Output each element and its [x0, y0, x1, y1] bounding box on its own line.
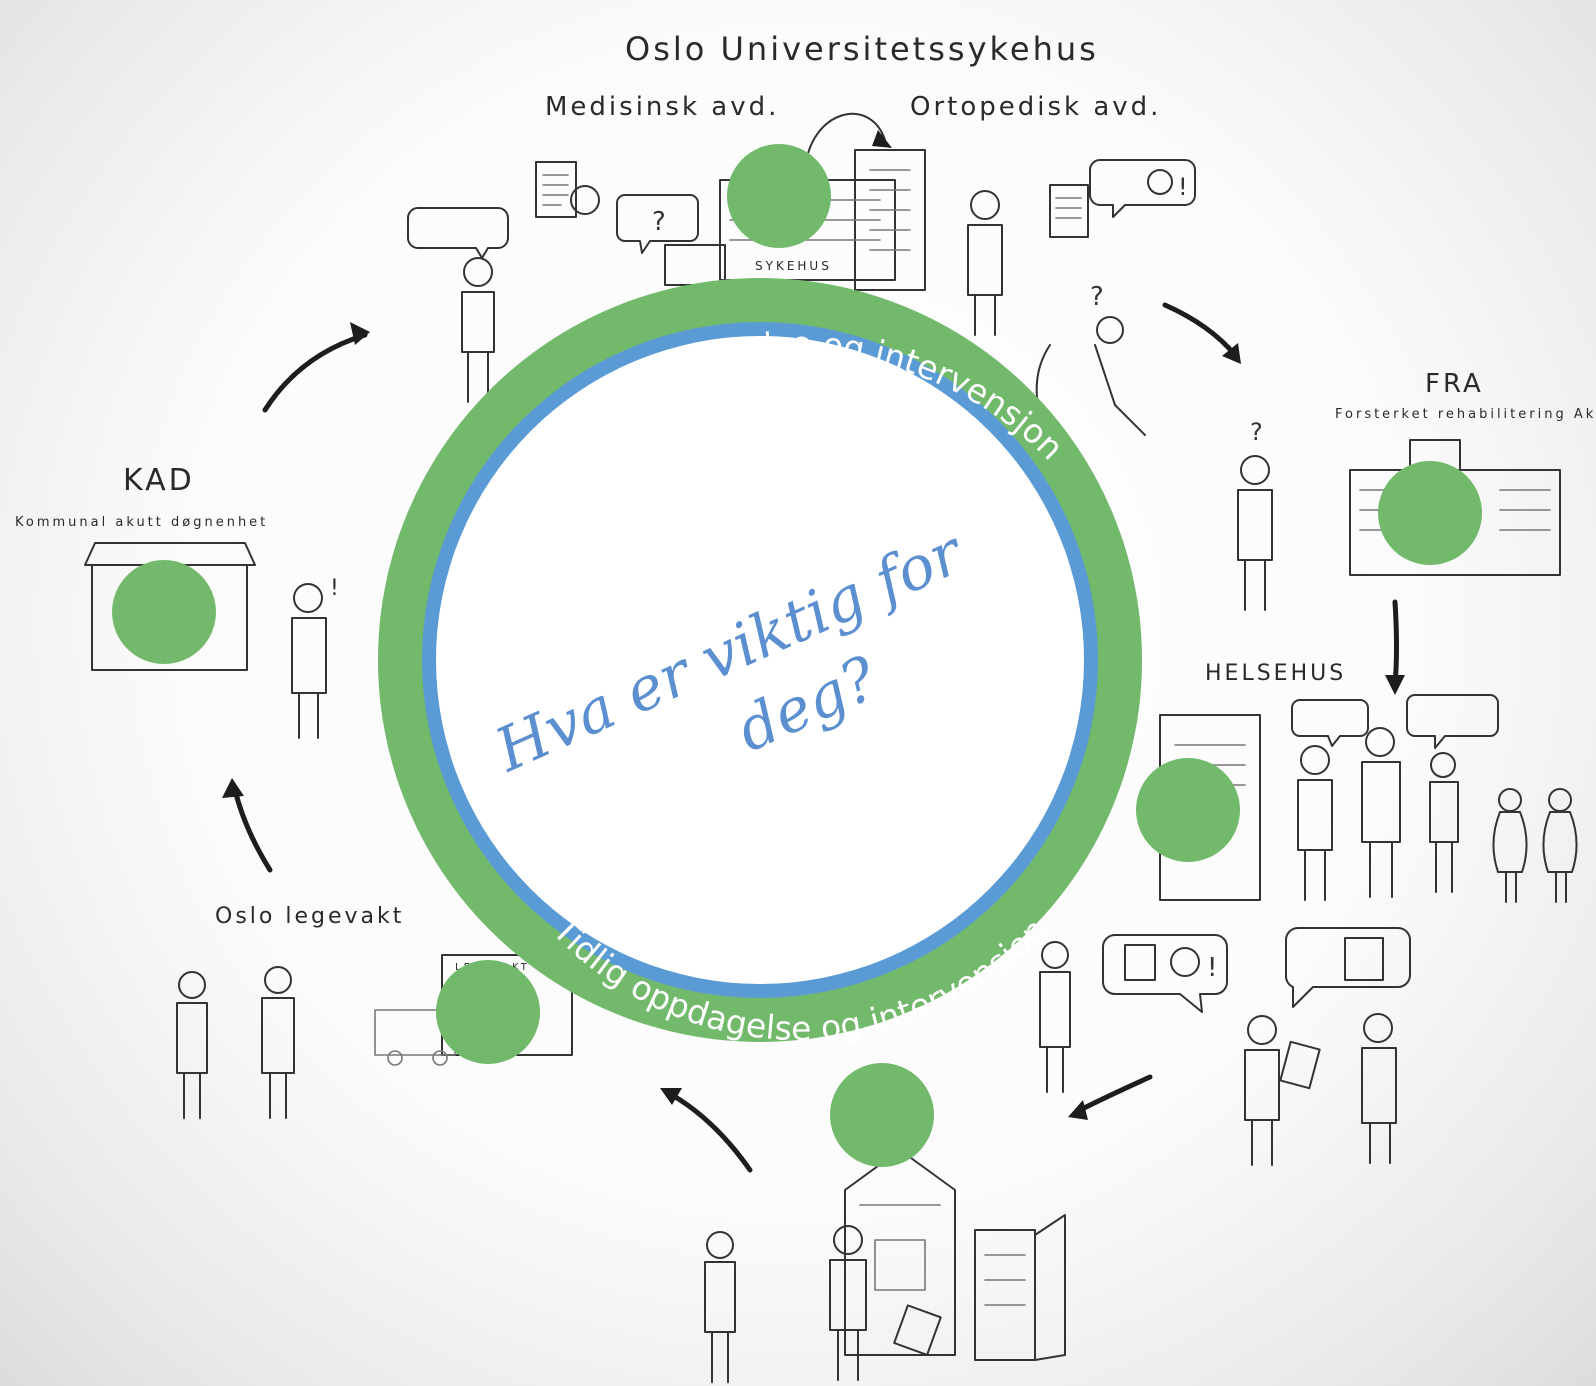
doctor-icon	[261, 966, 295, 1119]
speech-bubble-icon	[407, 207, 509, 259]
doctor-phone-icon	[967, 190, 1003, 336]
home-scene	[704, 1149, 1066, 1383]
kad-title: KAD	[123, 463, 195, 498]
ring-inner-white	[436, 336, 1084, 984]
report-bubble-icon	[1284, 927, 1411, 1008]
arrow-fra-to-helsehus	[1392, 599, 1399, 688]
fra-title: FRA	[1425, 369, 1484, 399]
legevakt-title: Oslo legevakt	[215, 904, 404, 929]
dot-home[interactable]	[830, 1063, 934, 1167]
sykehus-sign: SYKEHUS	[755, 259, 832, 273]
question-bubble-icon: ?	[616, 194, 699, 254]
document-icon	[535, 161, 600, 218]
transfer-arrow-icon	[804, 113, 886, 171]
arrow-homecare-to-home	[1077, 1074, 1153, 1113]
central-ring: Tidlig oppdagelse og intervensjon Tidlig…	[378, 278, 1142, 1048]
medisinsk-label: Medisinsk avd.	[545, 92, 779, 122]
kad-subtitle: Kommunal akutt døgnenhet	[15, 515, 268, 530]
fra-subtitle: Forsterket rehabilitering Aker	[1335, 407, 1596, 422]
dot-hospital[interactable]	[727, 144, 831, 248]
person-icon	[829, 1225, 867, 1381]
person-outline-icon	[1492, 788, 1578, 903]
dot-fra[interactable]	[1378, 461, 1482, 565]
hospital-scene: Oslo Universitetssykehus Medisinsk avd. …	[407, 30, 1196, 436]
exclamation-icon: !	[1207, 953, 1217, 983]
person-icon	[704, 1231, 736, 1383]
person-icon: !	[291, 576, 339, 739]
clock-icon	[1170, 947, 1200, 977]
clock-bubble-icon: !	[1089, 159, 1196, 218]
pill-jar-icon	[893, 1304, 942, 1356]
arrow-legevakt-to-kad	[232, 787, 273, 873]
nurse-icon	[1039, 941, 1071, 1093]
dot-kad[interactable]	[112, 560, 216, 664]
person-icon	[176, 971, 208, 1119]
arrow-home-to-legevakt	[669, 1092, 753, 1173]
helsehus-title: HELSEHUS	[1205, 661, 1346, 686]
stage-dots	[112, 144, 1482, 1167]
cycle-arrows	[222, 302, 1405, 1173]
dot-legevakt[interactable]	[436, 960, 540, 1064]
person-icon: ?	[1237, 418, 1273, 611]
arrow-hospital-to-fra	[1162, 302, 1238, 358]
person-icon	[1297, 745, 1333, 901]
svg-text:?: ?	[1250, 418, 1263, 446]
nurse-icon	[1244, 1015, 1321, 1166]
hospital-title: Oslo Universitetssykehus	[625, 30, 1099, 68]
person-icon	[1429, 752, 1459, 893]
ortopedisk-label: Ortopedisk avd.	[910, 92, 1161, 122]
document-icon	[1049, 184, 1089, 238]
svg-text:?: ?	[1090, 282, 1104, 312]
person-icon	[1361, 1013, 1397, 1164]
person-icon	[461, 257, 495, 403]
homecare-scene: !	[1039, 927, 1411, 1166]
document-icon	[1124, 944, 1156, 981]
exclamation-icon: !	[1178, 173, 1188, 201]
dot-helsehus[interactable]	[1136, 758, 1240, 862]
refrigerator-icon	[974, 1214, 1066, 1361]
helsehus-scene: HELSEHUS	[1159, 661, 1578, 903]
arrow-kad-to-hospital	[262, 332, 368, 413]
doctor-icon	[1361, 727, 1401, 898]
exclamation-icon: !	[330, 576, 339, 601]
clock-bubble-icon: !	[1102, 934, 1228, 1013]
caregiver-kneeling-icon: ?	[1035, 282, 1146, 436]
clock-icon	[1147, 169, 1173, 195]
speech-bubble-icon	[1291, 694, 1499, 749]
question-mark-icon: ?	[652, 207, 666, 237]
